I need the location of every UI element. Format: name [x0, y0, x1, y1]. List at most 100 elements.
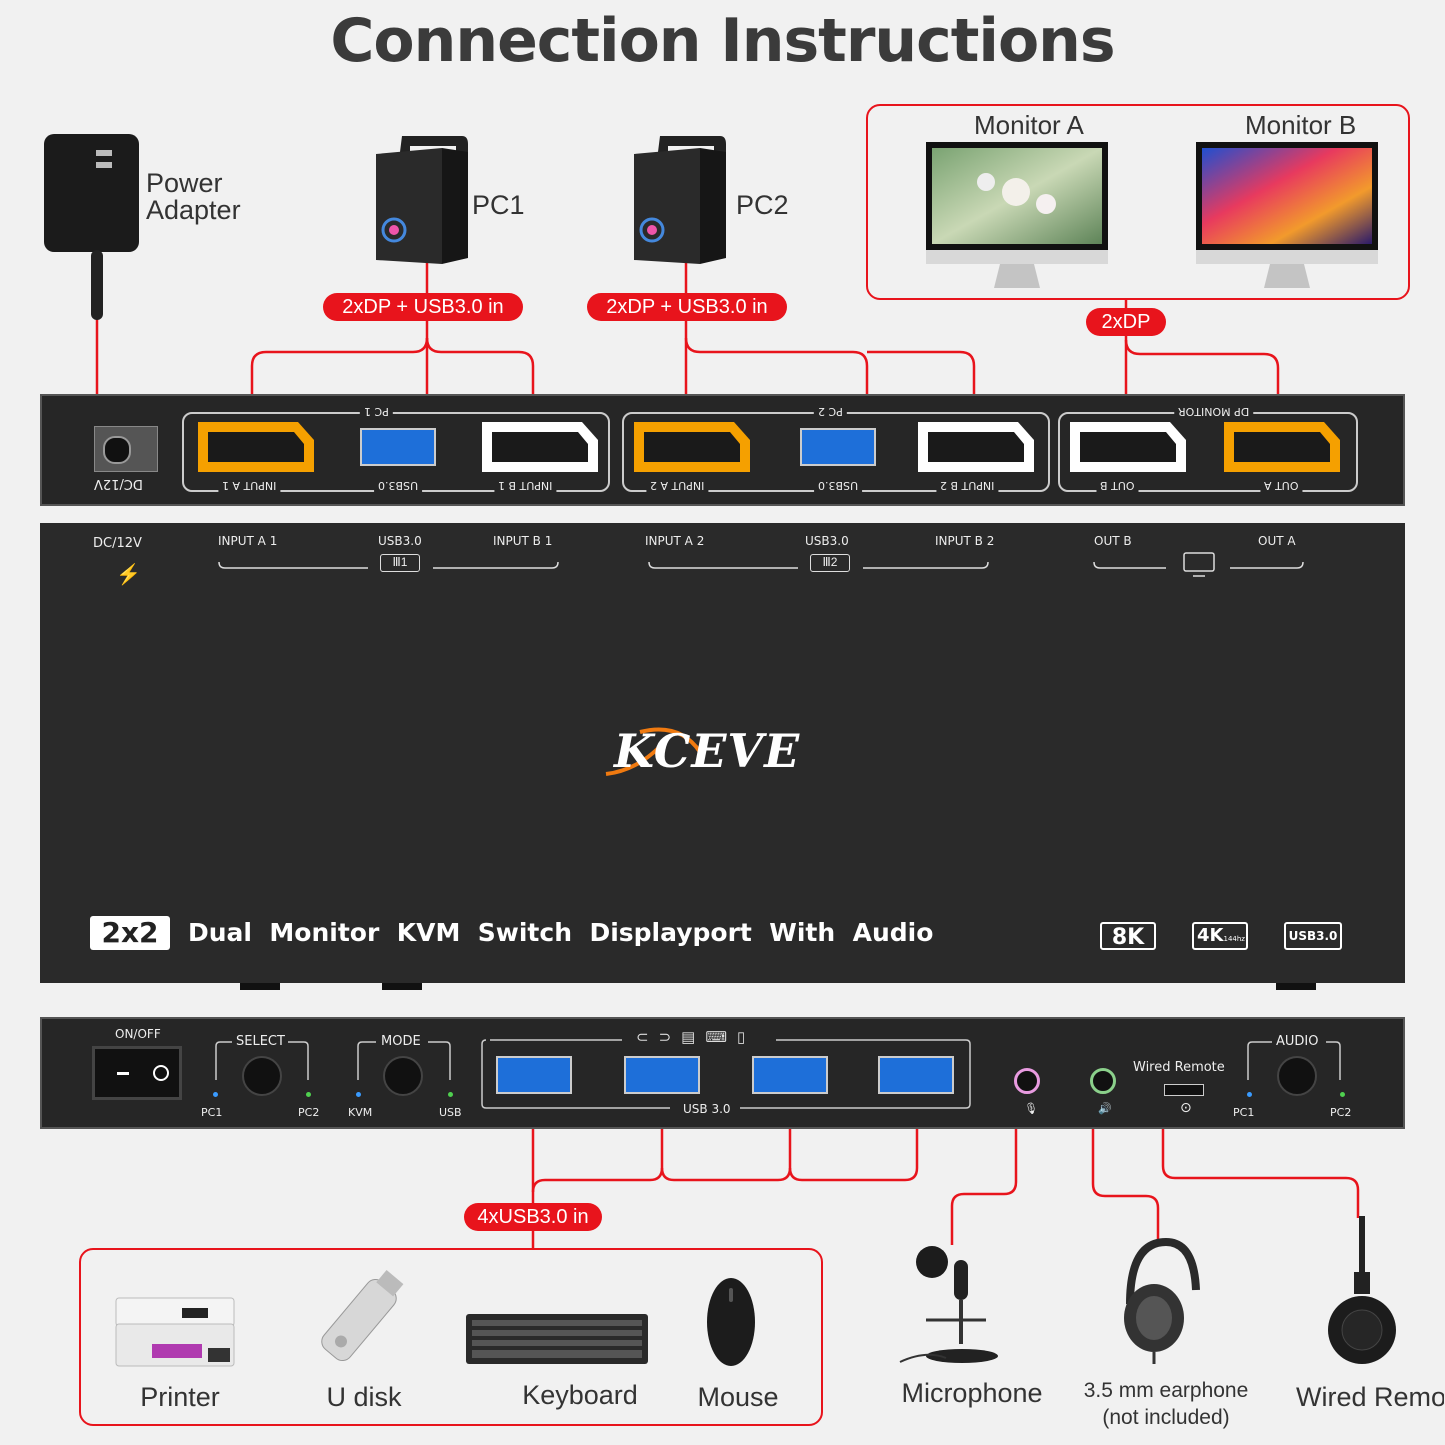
switch-foot-3	[1276, 983, 1316, 990]
microphone-label: Microphone	[901, 1378, 1043, 1408]
power-switch[interactable]	[92, 1046, 182, 1100]
udisk-icon	[321, 1270, 404, 1362]
mic-jack[interactable]	[1014, 1068, 1040, 1094]
pc2-input-pill: 2xDP + USB3.0 in	[587, 293, 787, 321]
led-audio-pc1	[1247, 1092, 1252, 1097]
usb1-hub-icon: Ⅲ1	[380, 554, 420, 572]
udisk-label: U disk	[326, 1382, 402, 1412]
top-input-a2-label: INPUT A 2	[645, 534, 705, 548]
led-audio-pc2	[1340, 1092, 1345, 1097]
audio-pc2-label: PC2	[1330, 1106, 1352, 1119]
led-select-pc1	[213, 1092, 218, 1097]
dp-port-input-b2[interactable]	[914, 418, 1038, 476]
usb-drive-icon: ⊂⊃	[636, 1029, 682, 1046]
front-brackets	[215, 1039, 1341, 1109]
monitor-a-icon	[926, 142, 1108, 288]
top-input-b2-label: INPUT B 2	[935, 534, 995, 548]
audio-jack[interactable]	[1090, 1068, 1116, 1094]
mode-label: MODE	[381, 1034, 421, 1049]
select-pc2-label: PC2	[298, 1106, 320, 1119]
usb2-hub-icon: Ⅲ2	[810, 554, 850, 572]
power-adapter-icon	[44, 134, 139, 252]
printer-label: Printer	[140, 1382, 220, 1412]
top-face-brackets	[218, 552, 1304, 577]
audio-pc1-label: PC1	[1233, 1106, 1255, 1119]
pc2-label: PC2	[736, 190, 789, 220]
page-title: Connection Instructions	[330, 6, 1115, 76]
wired-remote-port[interactable]	[1164, 1084, 1204, 1096]
usb-input-pill: 4xUSB3.0 in	[464, 1203, 602, 1231]
adapter-cable	[91, 250, 103, 320]
keyboard-label: Keyboard	[522, 1380, 638, 1410]
top-input-a1-label: INPUT A 1	[218, 534, 278, 548]
onoff-label: ON/OFF	[115, 1027, 161, 1041]
dc-jack-hole	[103, 436, 131, 464]
pc2-tower-icon	[634, 136, 726, 264]
speaker-jack-icon: 🔊	[1098, 1102, 1112, 1115]
keyboard-small-icon: ⌨	[705, 1029, 737, 1046]
pc1-input-pill: 2xDP + USB3.0 in	[323, 293, 523, 321]
wired-remote-label: Wired Remote	[1133, 1060, 1225, 1075]
dp-port-input-a2[interactable]	[630, 418, 754, 476]
keyboard-icon	[466, 1314, 648, 1364]
led-mode-usb	[448, 1092, 453, 1097]
switch-feet	[240, 983, 280, 990]
dp-port-input-b1[interactable]	[478, 418, 602, 476]
mode-kvm-label: KVM	[348, 1106, 373, 1119]
power-switch-off-mark	[117, 1072, 129, 1075]
badge-usb30: USB3.0	[1284, 922, 1342, 950]
badge-8k: 8K	[1100, 922, 1156, 950]
top-dc-label: DC/12V	[93, 536, 142, 551]
brand-swoosh-icon	[605, 727, 702, 776]
usb-port-pc1[interactable]	[360, 428, 436, 466]
front-usb-port-1[interactable]	[496, 1056, 572, 1094]
monitor-b-icon	[1196, 142, 1378, 288]
front-usb-port-3[interactable]	[752, 1056, 828, 1094]
pc1-label: PC1	[472, 190, 525, 220]
printer-icon	[115, 1297, 235, 1367]
headphones-icon	[1124, 1237, 1200, 1364]
lightning-icon: ⚡	[116, 564, 141, 586]
top-input-b1-label: INPUT B 1	[493, 534, 553, 548]
led-mode-kvm	[356, 1092, 361, 1097]
top-out-b-label: OUT B	[1094, 534, 1132, 548]
front-usb-port-2[interactable]	[624, 1056, 700, 1094]
brand-logo: KCEVE	[600, 722, 860, 782]
mouse-label: Mouse	[697, 1382, 779, 1412]
front-usb30-label: USB 3.0	[683, 1102, 731, 1116]
pc1-tower-icon	[376, 136, 468, 264]
usb-port-pc2[interactable]	[800, 428, 876, 466]
mouse-icon	[707, 1278, 755, 1366]
usb-peripherals-group	[79, 1248, 823, 1426]
product-title: Dual Monitor KVM Switch Displayport With…	[188, 918, 934, 947]
mode-usb-label: USB	[439, 1106, 462, 1119]
earphone-label: 3.5 mm earphone (not included)	[1083, 1379, 1249, 1429]
microphone-icon	[899, 1246, 998, 1363]
dp-port-out-b[interactable]	[1066, 418, 1190, 476]
led-select-pc2	[306, 1092, 311, 1097]
wired-remote-device-label: Wired Remote	[1296, 1382, 1444, 1412]
switch-foot-2	[382, 983, 422, 990]
select-pc1-label: PC1	[201, 1106, 223, 1119]
peripheral-icons: ⊂⊃▤⌨▯	[636, 1028, 755, 1046]
wired-remote-icon	[1328, 1216, 1396, 1364]
front-usb-port-4[interactable]	[878, 1056, 954, 1094]
audio-label: AUDIO	[1276, 1034, 1319, 1049]
switch-top-face	[40, 523, 1405, 983]
top-usb2-label: USB3.0	[805, 534, 849, 548]
dp-port-input-a1[interactable]	[194, 418, 318, 476]
power-adapter-label: Power Adapter	[146, 168, 241, 225]
mouse-small-icon: ▯	[736, 1029, 756, 1046]
select-button[interactable]	[242, 1056, 282, 1096]
dp-port-out-a[interactable]	[1220, 418, 1344, 476]
monitor-b-label: Monitor B	[1245, 110, 1357, 140]
power-switch-on-mark	[153, 1065, 169, 1081]
monitor-a-label: Monitor A	[974, 110, 1084, 140]
top-out-a-label: OUT A	[1258, 534, 1296, 548]
badge-4k: 4K144hz	[1192, 922, 1248, 950]
remote-port-icon: ⊙	[1180, 1100, 1192, 1116]
mic-jack-icon: 🎙	[1024, 1102, 1038, 1115]
badge-2x2: 2x2	[90, 916, 170, 950]
audio-button[interactable]	[1277, 1056, 1317, 1096]
mode-button[interactable]	[383, 1056, 423, 1096]
